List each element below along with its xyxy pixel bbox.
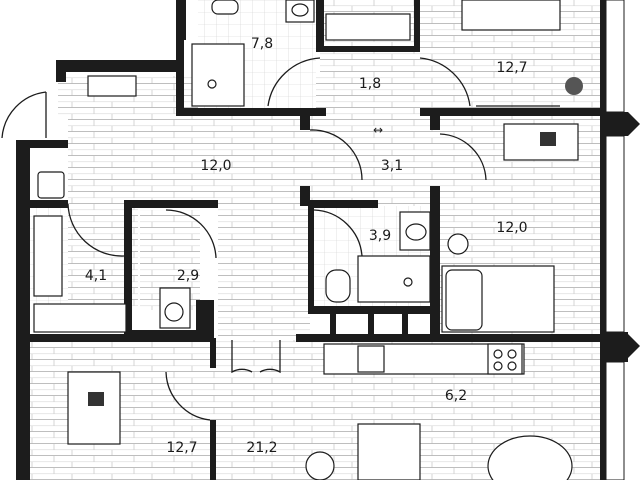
room-area-bedroom-top-right: 12,7 — [496, 60, 527, 76]
doors — [1, 57, 487, 421]
room-area-hall-small: 3,1 — [381, 158, 403, 174]
fixtures — [33, 0, 583, 480]
room-area-bedroom-bottom-left: 12,7 — [166, 440, 197, 456]
room-area-storage: 2,9 — [177, 268, 199, 284]
room-area-bathroom-top: 7,8 — [251, 36, 273, 52]
room-area-shower-room: 3,9 — [369, 228, 391, 244]
room-area-living-room: 21,2 — [246, 440, 277, 456]
room-area-hall-top: 1,8 — [359, 76, 381, 92]
room-area-bedroom-right: 12,0 — [496, 220, 527, 236]
room-area-closet-left: 4,1 — [85, 268, 107, 284]
direction-arrow-icon: ↔ — [373, 123, 383, 137]
walls — [16, 0, 640, 480]
room-area-corridor: 12,0 — [200, 158, 231, 174]
room-area-kitchen: 6,2 — [445, 388, 467, 404]
room-labels: 7,8 1,8 12,7 12,0 3,1 3,9 12,0 4,1 2,9 6… — [85, 36, 528, 456]
